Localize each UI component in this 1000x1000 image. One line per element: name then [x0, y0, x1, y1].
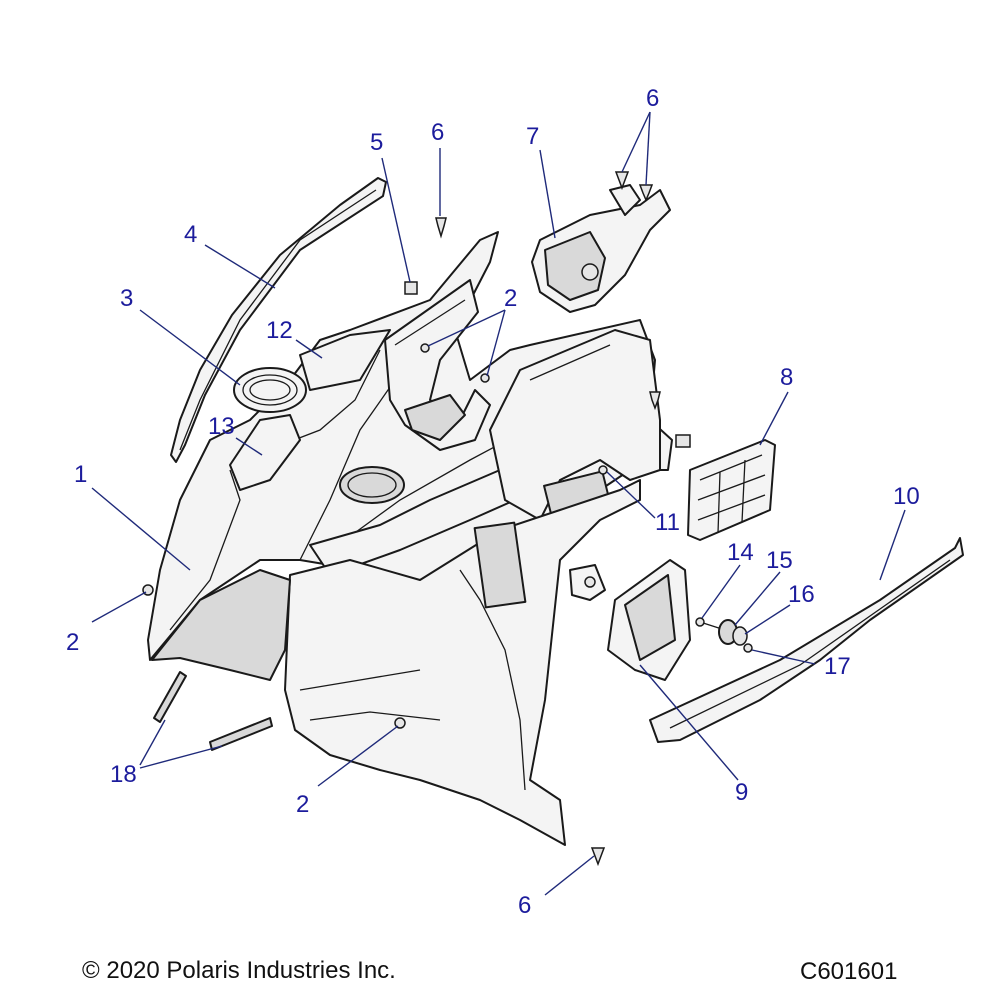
callout-6: 6 [518, 892, 531, 919]
leader-17 [751, 649, 816, 665]
leader-12 [295, 339, 323, 359]
callout-3: 3 [120, 285, 133, 312]
callout-15: 15 [766, 547, 793, 574]
copyright-notice: © 2020 Polaris Industries Inc. [82, 957, 396, 984]
callout-2: 2 [66, 629, 79, 656]
callout-2: 2 [296, 791, 309, 818]
callout-2: 2 [504, 285, 517, 312]
callout-14: 14 [727, 539, 754, 566]
callout-10: 10 [893, 483, 920, 510]
leader-1 [91, 487, 191, 571]
leader-2b [317, 725, 399, 787]
callout-4: 4 [184, 221, 197, 248]
leader-2c1 [427, 309, 506, 347]
leader-2a [91, 591, 147, 623]
part-trim-rail [649, 537, 964, 743]
leader-7 [539, 149, 556, 239]
leader-18b [139, 745, 223, 769]
leader-6b1 [621, 111, 651, 173]
part-light-bracket [531, 184, 671, 313]
leader-10 [879, 509, 906, 581]
part-grommet-assembly [695, 617, 748, 646]
part-windshield-trim [170, 177, 387, 463]
callout-13: 13 [208, 413, 235, 440]
leader-16 [744, 604, 791, 635]
leader-6b2 [645, 111, 651, 186]
leader-11 [606, 471, 656, 519]
drawing-number: C601601 [800, 958, 898, 985]
callout-labels: 1 2 2 2 3 4 5 6 6 6 7 8 9 10 11 12 13 14… [66, 85, 920, 919]
callout-8: 8 [780, 364, 793, 391]
leader-18a [139, 719, 166, 766]
part-lower-body-panel [284, 479, 641, 846]
part-left-lower-panel [151, 569, 291, 681]
leader-3 [139, 309, 241, 386]
callout-1: 1 [74, 461, 87, 488]
callout-16: 16 [788, 581, 815, 608]
leader-4 [204, 244, 276, 289]
leader-9 [639, 664, 739, 781]
callout-9: 9 [735, 779, 748, 806]
part-vent-grille [687, 439, 776, 541]
callout-18: 18 [110, 761, 137, 788]
callout-7: 7 [526, 123, 539, 150]
leader-5 [381, 157, 411, 283]
leader-lines [91, 111, 906, 896]
part-fuel-cap-ring [233, 367, 307, 413]
leader-6c [544, 855, 595, 896]
callout-11: 11 [655, 509, 680, 536]
callout-17: 17 [824, 653, 851, 680]
callout-6: 6 [646, 85, 659, 112]
callout-12: 12 [266, 317, 293, 344]
callout-5: 5 [370, 129, 383, 156]
callout-6: 6 [431, 119, 444, 146]
part-foam-strips [153, 671, 273, 751]
part-side-vent-duct [607, 559, 691, 681]
leader-2c2 [486, 309, 506, 377]
leader-14 [701, 564, 741, 619]
leader-13 [235, 437, 263, 456]
part-inner-dash-panel [229, 329, 391, 491]
fasteners [142, 171, 753, 867]
leader-15 [734, 571, 781, 626]
part-center-console [384, 279, 491, 451]
leader-8 [759, 391, 789, 446]
